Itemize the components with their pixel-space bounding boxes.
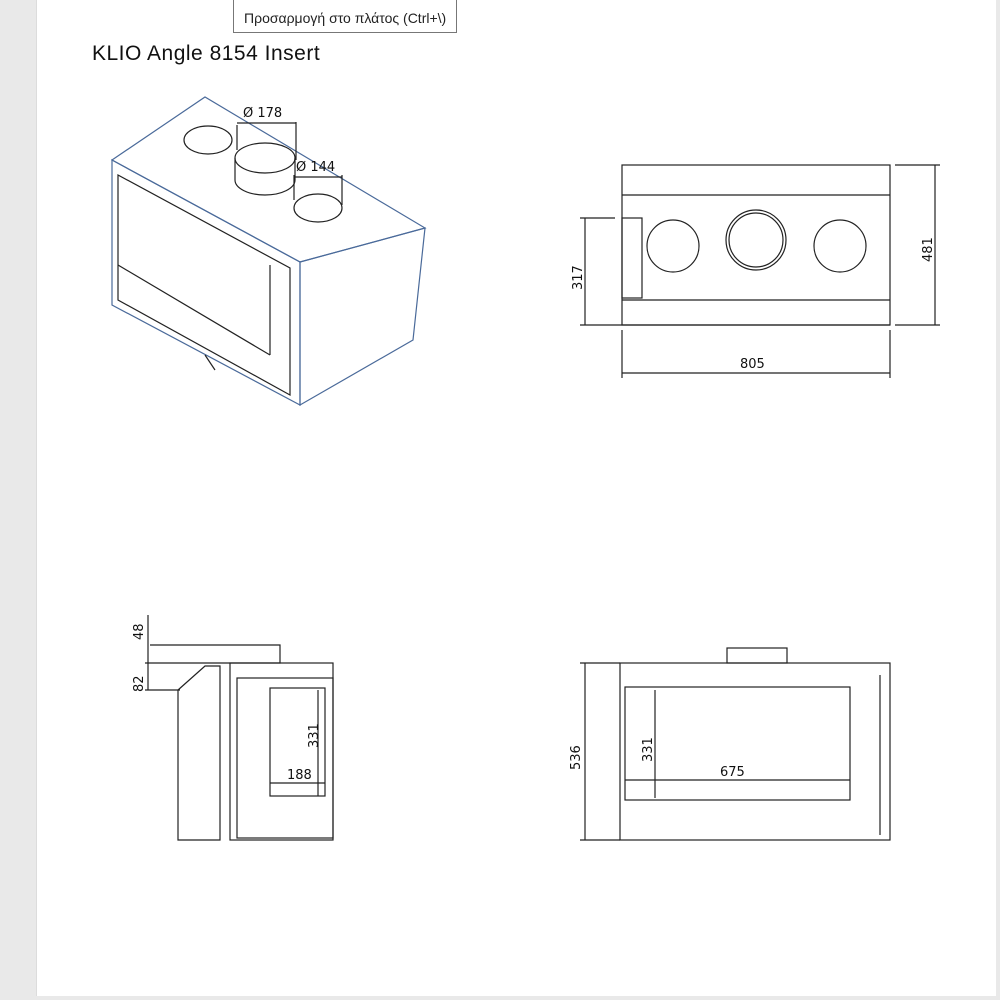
viewer-left-panel: [0, 0, 37, 1000]
dim-front-331: 331: [641, 737, 656, 762]
dim-rear-481: 481: [921, 237, 936, 262]
dim-side-331: 331: [307, 723, 322, 748]
dim-flue-diameter: Ø 178: [243, 106, 282, 121]
dim-rear-317: 317: [571, 265, 586, 290]
viewer-bottom-edge: [0, 996, 1000, 1000]
dim-side-188: 188: [287, 768, 312, 783]
document-title: KLIO Angle 8154 Insert: [92, 42, 321, 65]
dim-rear-805: 805: [740, 357, 765, 372]
rear-view: 317 481 805: [571, 164, 940, 378]
dim-front-675: 675: [720, 765, 745, 780]
dim-side-82: 82: [132, 675, 147, 692]
fit-width-tooltip: Προσαρμογή στο πλάτος (Ctrl+\): [233, 0, 458, 33]
dim-side-48: 48: [132, 623, 147, 640]
dim-vent-diameter: Ø 144: [296, 160, 335, 175]
dim-front-536: 536: [569, 745, 584, 770]
isometric-view: Ø 178 Ø 144: [110, 96, 427, 407]
viewer-scrollbar[interactable]: [996, 0, 1000, 1000]
front-view: 536 331 675: [569, 647, 891, 841]
side-view: 48 82 331 188: [132, 615, 334, 841]
